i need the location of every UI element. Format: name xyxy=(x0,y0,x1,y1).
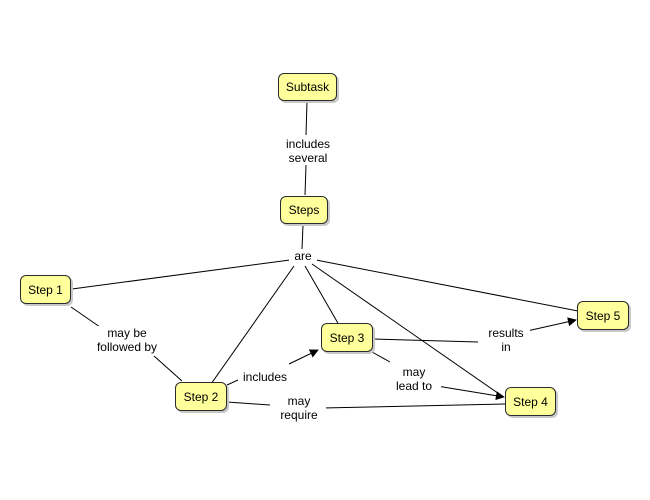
link-text-line: followed by xyxy=(96,340,158,354)
node-steps[interactable]: Steps xyxy=(280,196,328,224)
link-text-line: lead to xyxy=(395,379,433,393)
edge-includes-step3 xyxy=(288,349,319,365)
edge-step1-followed xyxy=(70,306,101,328)
edge-step3-lead xyxy=(371,351,391,363)
edge-results-step5 xyxy=(526,317,577,332)
edge-followed-step2 xyxy=(153,355,183,382)
edge-includes-several-steps xyxy=(304,164,307,196)
node-step-5[interactable]: Step 5 xyxy=(577,301,629,330)
edge-are-step1 xyxy=(71,259,291,290)
edge-subtask-includes-several xyxy=(305,100,308,136)
node-label: Step 3 xyxy=(329,330,365,345)
node-label: Step 4 xyxy=(513,394,548,409)
node-step-3[interactable]: Step 3 xyxy=(321,323,373,352)
edge-step2-require xyxy=(226,401,271,406)
edge-are-step5 xyxy=(315,259,579,312)
node-step-4[interactable]: Step 4 xyxy=(505,387,556,416)
link-results-in: results in xyxy=(482,326,530,354)
link-text-line: require xyxy=(280,408,318,422)
node-step-1[interactable]: Step 1 xyxy=(20,275,71,304)
link-text-line: may xyxy=(287,394,311,408)
link-text-line: results xyxy=(488,326,524,340)
node-label: Step 5 xyxy=(585,308,621,323)
edge-step2-includes xyxy=(226,379,239,386)
node-label: Step 2 xyxy=(183,389,219,404)
link-includes: includes xyxy=(238,370,292,384)
edge-steps-are xyxy=(301,224,304,250)
edge-step3-results xyxy=(372,338,479,343)
node-step-2[interactable]: Step 2 xyxy=(175,382,227,411)
link-may-require: may require xyxy=(272,394,326,422)
edge-require-step4 xyxy=(321,403,506,409)
link-text-line: in xyxy=(501,340,511,354)
link-text-line: includes xyxy=(242,370,288,384)
node-label: Steps xyxy=(288,203,320,217)
link-text-line: several xyxy=(288,151,328,165)
node-label: Subtask xyxy=(285,80,330,94)
link-text-line: may xyxy=(402,365,426,379)
link-includes-several: includes several xyxy=(280,137,336,165)
node-subtask[interactable]: Subtask xyxy=(278,73,337,101)
edge-are-step3 xyxy=(304,265,340,326)
link-text-line: includes xyxy=(285,137,331,151)
edge-lead-step4 xyxy=(436,385,505,401)
edge-are-step2 xyxy=(210,265,295,385)
link-are: are xyxy=(289,249,317,263)
link-may-be-followed-by: may be followed by xyxy=(90,326,164,354)
node-label: Step 1 xyxy=(28,282,63,297)
link-text-line: are xyxy=(294,249,312,263)
link-text-line: may be xyxy=(107,326,147,340)
link-may-lead-to: may lead to xyxy=(387,365,441,393)
edge-are-step4 xyxy=(311,263,503,397)
